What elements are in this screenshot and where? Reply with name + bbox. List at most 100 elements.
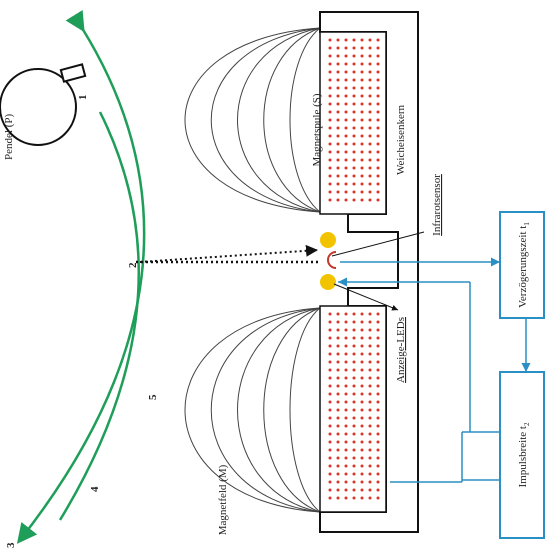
coil-dot <box>352 336 356 340</box>
coil-dot <box>368 78 372 82</box>
coil-dot <box>328 432 332 436</box>
coil-dot <box>352 392 356 396</box>
coil-dot <box>344 440 348 444</box>
coil-dot <box>352 134 356 138</box>
coil-dot <box>360 408 364 412</box>
coil-dot <box>344 392 348 396</box>
coil-dot <box>376 182 380 186</box>
magnetic-field-bottom <box>184 307 321 513</box>
coil-dot <box>328 408 332 412</box>
label-weicheisenkern: Weicheisenkern <box>395 105 407 175</box>
coil-dot <box>328 496 332 500</box>
coil-dot <box>360 110 364 114</box>
coil-dot <box>328 416 332 420</box>
coil-dot <box>336 360 340 364</box>
coil-dot <box>376 408 380 412</box>
coil-dot <box>368 174 372 178</box>
coil-dot <box>352 198 356 202</box>
coil-dot <box>360 134 364 138</box>
coil-dot <box>328 78 332 82</box>
coil-dot <box>368 336 372 340</box>
coil-dot <box>328 448 332 452</box>
coil-dot <box>368 118 372 122</box>
coil-dot <box>352 432 356 436</box>
coil-dot <box>360 352 364 356</box>
coil-dot <box>336 384 340 388</box>
coil-dot <box>376 142 380 146</box>
coil-dot <box>352 190 356 194</box>
box-impulsbreite <box>499 371 545 539</box>
coil-dot <box>376 416 380 420</box>
coil-dot <box>328 464 332 468</box>
coil-dot <box>344 38 348 42</box>
coil-dot <box>352 182 356 186</box>
swing-arc-outer <box>16 9 146 544</box>
coil-dot <box>344 190 348 194</box>
coil-dot <box>376 488 380 492</box>
coil-dot <box>360 336 364 340</box>
coil-dot <box>376 360 380 364</box>
coil-dot <box>376 94 380 98</box>
coil-dot <box>328 198 332 202</box>
coil-dot <box>376 134 380 138</box>
coil-dot <box>336 376 340 380</box>
coil-dot <box>344 86 348 90</box>
coil-dot <box>344 126 348 130</box>
coil-dot <box>344 62 348 66</box>
coil-dot <box>368 480 372 484</box>
coil-dot <box>344 424 348 428</box>
coil-dot <box>368 38 372 42</box>
coil-dot <box>336 166 340 170</box>
coil-dot <box>344 488 348 492</box>
coil-dot <box>336 134 340 138</box>
coil-dot <box>352 328 356 332</box>
coil-dot <box>344 432 348 436</box>
coil-dot <box>336 320 340 324</box>
coil-dot <box>368 166 372 170</box>
coil-dot <box>336 416 340 420</box>
coil-dot <box>360 392 364 396</box>
coil-dot <box>352 408 356 412</box>
coil-dot <box>344 312 348 316</box>
coil-dot <box>376 118 380 122</box>
coil-dot <box>336 70 340 74</box>
coil-dot <box>352 464 356 468</box>
coil-dot <box>376 46 380 50</box>
coil-dot <box>368 320 372 324</box>
coil-dot <box>352 424 356 428</box>
coil-dot <box>328 440 332 444</box>
coil-dot <box>352 86 356 90</box>
coil-dot <box>328 150 332 154</box>
coil-dot <box>352 102 356 106</box>
position-3: 3 <box>5 542 17 548</box>
coil-dot <box>336 62 340 66</box>
coil-dot <box>368 432 372 436</box>
coil-dot <box>328 336 332 340</box>
coil-dot <box>360 166 364 170</box>
coil-dot <box>368 408 372 412</box>
coil-dot <box>336 328 340 332</box>
coil-dot <box>352 174 356 178</box>
coil-dot <box>352 344 356 348</box>
coil-dot <box>376 400 380 404</box>
coil-dot <box>360 360 364 364</box>
coil-dot <box>328 312 332 316</box>
coil-dot <box>360 368 364 372</box>
coil-dot <box>328 320 332 324</box>
coil-dot <box>360 198 364 202</box>
coil-dot <box>328 102 332 106</box>
label-infrarotsensor: Infrarotsensor <box>431 174 443 236</box>
coil-dot <box>376 38 380 42</box>
coil-dot <box>344 456 348 460</box>
coil-dot <box>344 368 348 372</box>
coil-dot <box>360 312 364 316</box>
coil-dot <box>360 400 364 404</box>
coil-dot <box>376 126 380 130</box>
coil-dot <box>344 78 348 82</box>
coil-dot <box>352 38 356 42</box>
coil-dot <box>376 54 380 58</box>
coil-dot <box>368 496 372 500</box>
coil-dot <box>360 440 364 444</box>
coil-dot <box>336 118 340 122</box>
